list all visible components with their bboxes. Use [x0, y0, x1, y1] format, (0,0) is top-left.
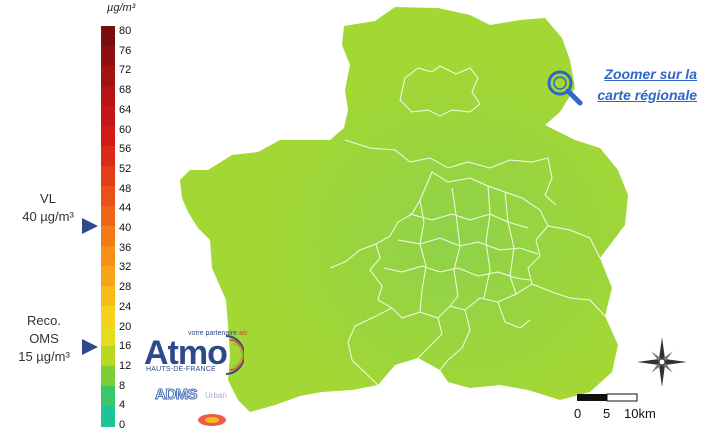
- scale-tick-68: 68: [119, 84, 132, 97]
- compass-rose-icon: [637, 337, 687, 387]
- oms-line1: Reco.: [27, 313, 61, 328]
- scale-tick-80: 80: [119, 25, 132, 37]
- oms-marker-label: Reco. OMS 15 µg/m³: [0, 312, 88, 366]
- atmo-tagline: votre partenaire air: [188, 330, 248, 337]
- scale-tick-64: 64: [119, 103, 132, 116]
- territory-shape: [180, 7, 628, 412]
- scale-segment: [101, 286, 115, 307]
- scale-tick-72: 72: [119, 64, 132, 77]
- scale-tick-56: 56: [119, 143, 132, 156]
- scale-tick-32: 32: [119, 261, 132, 274]
- adms-blob-icon: [198, 414, 226, 426]
- adms-logo: ADMS: [154, 386, 198, 404]
- scale-segment: [101, 346, 115, 367]
- scale-segment: [101, 126, 115, 147]
- scale-segment: [101, 386, 115, 407]
- scalebar-label-0: 0: [574, 406, 582, 421]
- zoom-line1: Zoomer sur la: [604, 66, 697, 82]
- scale-segment: [101, 46, 115, 67]
- concentration-color-scale: [101, 26, 115, 427]
- scalebar-label-5: 5: [603, 406, 611, 421]
- scale-tick-4: 4: [119, 399, 126, 412]
- scale-tick-40: 40: [119, 222, 132, 234]
- scale-tick-12: 12: [119, 359, 132, 372]
- scale-segment: [101, 226, 115, 247]
- commune-boundaries: [329, 65, 606, 386]
- scale-tick-44: 44: [119, 202, 132, 215]
- scale-tick-16: 16: [119, 340, 132, 353]
- vl-line2: 40 µg/m³: [22, 209, 74, 224]
- vl-line1: VL: [40, 191, 56, 206]
- scale-tick-76: 76: [119, 44, 132, 57]
- scale-segment: [101, 166, 115, 187]
- distance-scale-bar: [577, 393, 638, 402]
- scale-segment: [101, 266, 115, 287]
- scale-segment: [101, 406, 115, 427]
- scale-segment: [101, 26, 115, 47]
- scale-tick-36: 36: [119, 241, 132, 254]
- scale-tick-48: 48: [119, 182, 132, 195]
- oms-arrow-icon: [82, 339, 98, 355]
- zoom-link-text[interactable]: Zoomer sur la carte régionale: [585, 64, 697, 106]
- scale-segment: [101, 246, 115, 267]
- scale-segment: [101, 106, 115, 127]
- scale-segment: [101, 306, 115, 327]
- unit-label: µg/m³: [107, 2, 136, 14]
- vl-arrow-icon: [82, 218, 98, 234]
- zoom-line2: carte régionale: [597, 87, 697, 103]
- scale-tick-60: 60: [119, 123, 132, 136]
- vl-marker-label: VL 40 µg/m³: [4, 190, 92, 226]
- scale-tick-52: 52: [119, 162, 132, 175]
- scale-tick-28: 28: [119, 281, 132, 294]
- scale-segment: [101, 326, 115, 347]
- scale-tick-8: 8: [119, 379, 126, 392]
- scalebar-label-10km: 10km: [624, 406, 656, 421]
- atmo-wordmark: Atmo: [144, 334, 228, 372]
- oms-line3: 15 µg/m³: [18, 349, 70, 364]
- magnifier-icon: [547, 70, 583, 106]
- atmo-arcs-icon: [225, 335, 244, 375]
- atmo-region: HAUTS-DE-FRANCE: [146, 366, 216, 373]
- scale-segment: [101, 86, 115, 107]
- scale-tick-20: 20: [119, 320, 132, 333]
- scale-tick-24: 24: [119, 300, 132, 313]
- scale-segment: [101, 66, 115, 87]
- scale-segment: [101, 206, 115, 227]
- scale-segment: [101, 146, 115, 167]
- scale-segment: [101, 186, 115, 207]
- adms-suffix: Urban: [205, 391, 227, 400]
- scale-segment: [101, 366, 115, 387]
- scale-tick-0: 0: [119, 419, 126, 431]
- zoom-regional-map-link[interactable]: Zoomer sur la carte régionale: [545, 64, 697, 108]
- oms-line2: OMS: [29, 331, 59, 346]
